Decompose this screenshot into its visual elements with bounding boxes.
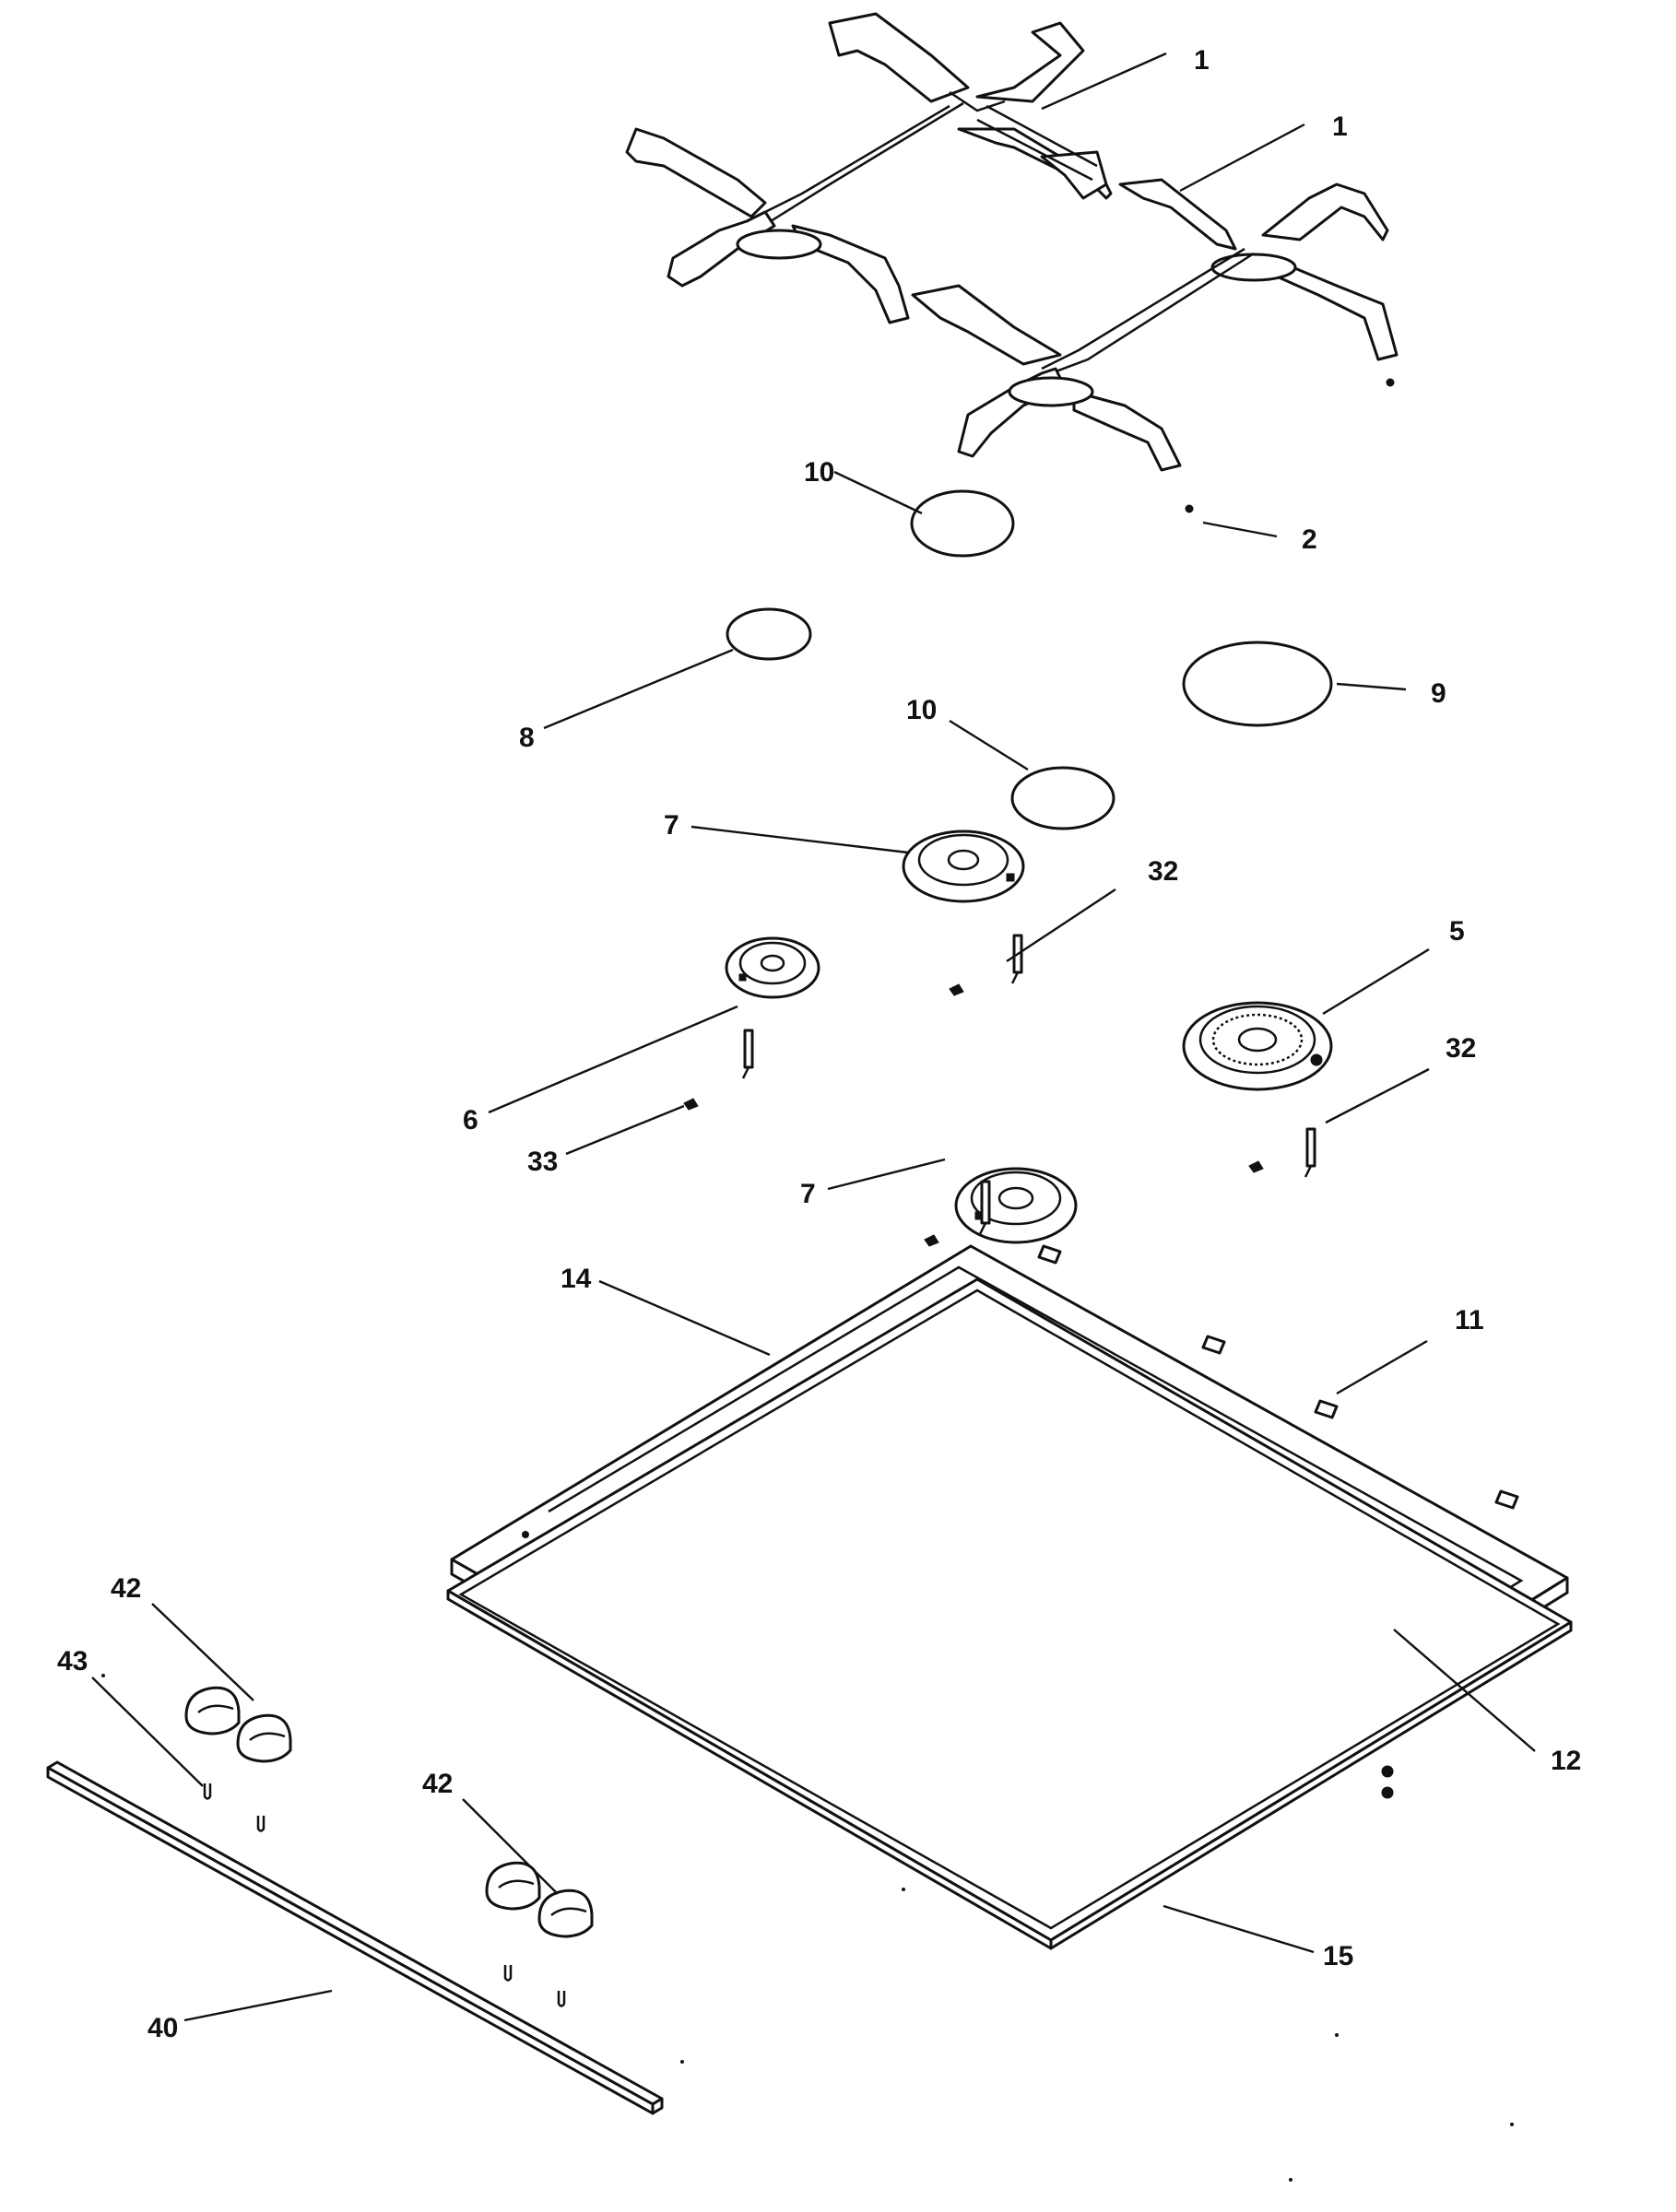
grate-front [911, 178, 1399, 472]
gasket [446, 1277, 1573, 1950]
callout-labels: 1 1 2 10 8 9 10 7 32 5 6 33 32 7 14 11 4… [57, 45, 1581, 2043]
callout-5: 5 [1449, 916, 1465, 947]
callout-42-left: 42 [111, 1573, 141, 1604]
callout-33: 33 [527, 1147, 558, 1177]
callout-8: 8 [519, 723, 535, 753]
knobs-left [184, 1686, 292, 1832]
callout-1b: 1 [1332, 112, 1348, 142]
burner-head-6 [725, 936, 820, 999]
callout-7-upper: 7 [664, 810, 679, 841]
callout-32-lower: 32 [1446, 1033, 1476, 1064]
burner-cap-9 [1182, 641, 1333, 727]
burner-cap-10-lower [1010, 766, 1115, 830]
callout-12: 12 [1551, 1746, 1581, 1776]
callout-15: 15 [1323, 1941, 1353, 1971]
trim-strip [46, 1760, 664, 2115]
callout-40: 40 [148, 2013, 178, 2043]
callout-43: 43 [57, 1646, 88, 1677]
callout-11: 11 [1455, 1305, 1484, 1335]
part-2-screw [1185, 504, 1194, 513]
burner-cap-10-upper [910, 489, 1015, 558]
callout-10-lower: 10 [906, 695, 937, 725]
callout-1a: 1 [1194, 45, 1210, 76]
callout-10-upper: 10 [804, 457, 834, 488]
burner-head-7-lower [954, 1167, 1078, 1244]
burner-head-5 [1182, 1001, 1333, 1091]
mounting-clips [1037, 1244, 1519, 1510]
callout-14: 14 [561, 1264, 592, 1294]
leader-lines [91, 52, 1536, 2022]
burner-head-7-upper [902, 830, 1025, 903]
grate-rear [625, 12, 1113, 324]
callout-7-lower: 7 [800, 1179, 816, 1209]
callout-9: 9 [1431, 678, 1446, 709]
part-33-screw [683, 1098, 699, 1111]
callout-6: 6 [463, 1105, 478, 1135]
knobs-right [485, 1861, 594, 2007]
burner-cap-8 [726, 607, 812, 661]
callout-32-upper: 32 [1148, 856, 1178, 887]
callout-2: 2 [1302, 524, 1317, 555]
callout-42-right: 42 [422, 1769, 453, 1799]
